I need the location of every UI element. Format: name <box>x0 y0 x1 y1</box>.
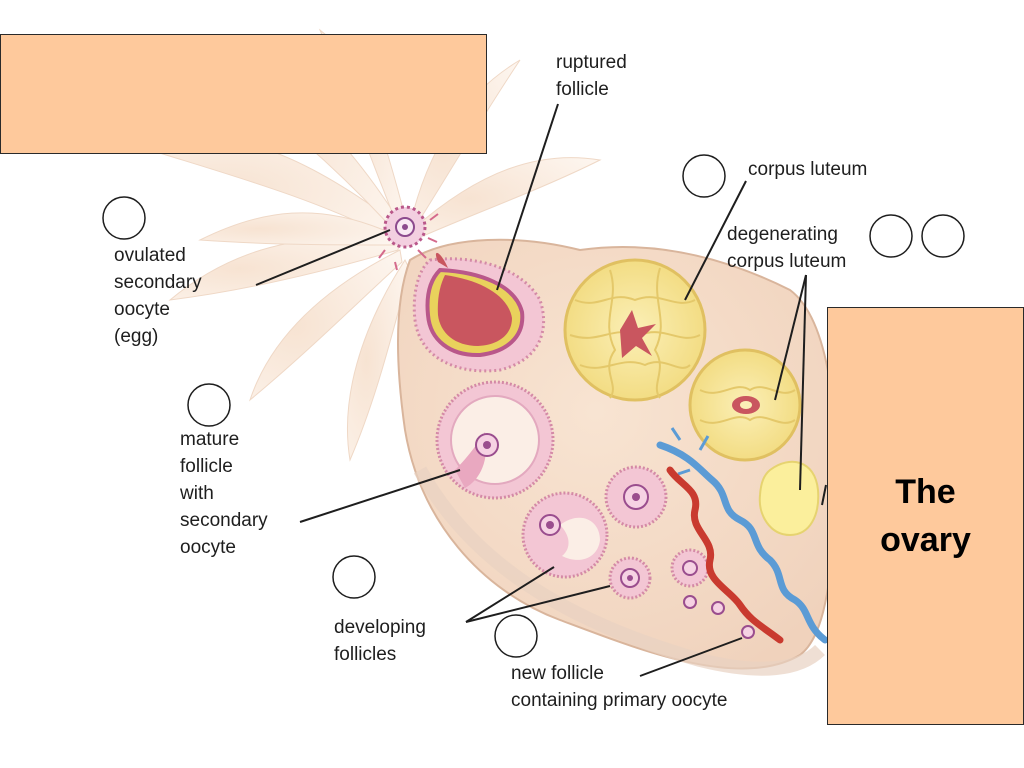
answer-circle-ovulated-oocyte[interactable] <box>102 196 146 240</box>
answer-circle-degenerating-1[interactable] <box>869 214 913 258</box>
answer-circle-corpus-luteum[interactable] <box>682 154 726 198</box>
answer-circle-new-follicle[interactable] <box>494 614 538 658</box>
corpus-albicans-drawing <box>758 460 820 537</box>
label-developing-follicles: developing follicles <box>334 617 426 665</box>
artery-drawing <box>666 466 784 644</box>
label-new-follicle: new follicle containing primary oocyte <box>511 663 728 711</box>
ovary-lower-edge <box>413 466 825 676</box>
answer-circles <box>102 154 965 658</box>
degenerating-corpus-luteum-drawing <box>688 348 802 462</box>
ruptured-follicle-drawing <box>412 252 546 373</box>
label-ovulated-secondary-oocyte: ovulated secondary oocyte (egg) <box>114 245 202 347</box>
developing-follicle-large <box>521 491 609 579</box>
primordial-follicles <box>683 595 755 639</box>
label-ruptured-follicle: ruptured follicle <box>556 52 627 100</box>
title-line-1: The <box>895 473 956 511</box>
developing-follicle-small <box>608 548 710 600</box>
corpus-luteum-drawing <box>563 258 707 402</box>
developing-follicle-medium <box>604 465 668 529</box>
leader-lines <box>255 103 827 677</box>
ovulated-oocyte-drawing <box>378 205 439 271</box>
answer-box-top[interactable] <box>0 34 487 154</box>
title: The ovary <box>880 468 971 564</box>
mature-follicle-drawing <box>435 380 555 500</box>
answer-circle-mature-follicle[interactable] <box>187 383 231 427</box>
answer-circle-developing[interactable] <box>332 555 376 599</box>
label-mature-follicle: mature follicle with secondary oocyte <box>180 429 268 558</box>
vein-drawing <box>656 441 829 644</box>
title-line-2: ovary <box>880 521 971 559</box>
answer-circle-degenerating-2[interactable] <box>921 214 965 258</box>
label-corpus-luteum: corpus luteum <box>748 159 868 180</box>
title-box: The ovary <box>827 307 1024 725</box>
label-degenerating-corpus-luteum: degenerating corpus luteum <box>727 224 847 272</box>
